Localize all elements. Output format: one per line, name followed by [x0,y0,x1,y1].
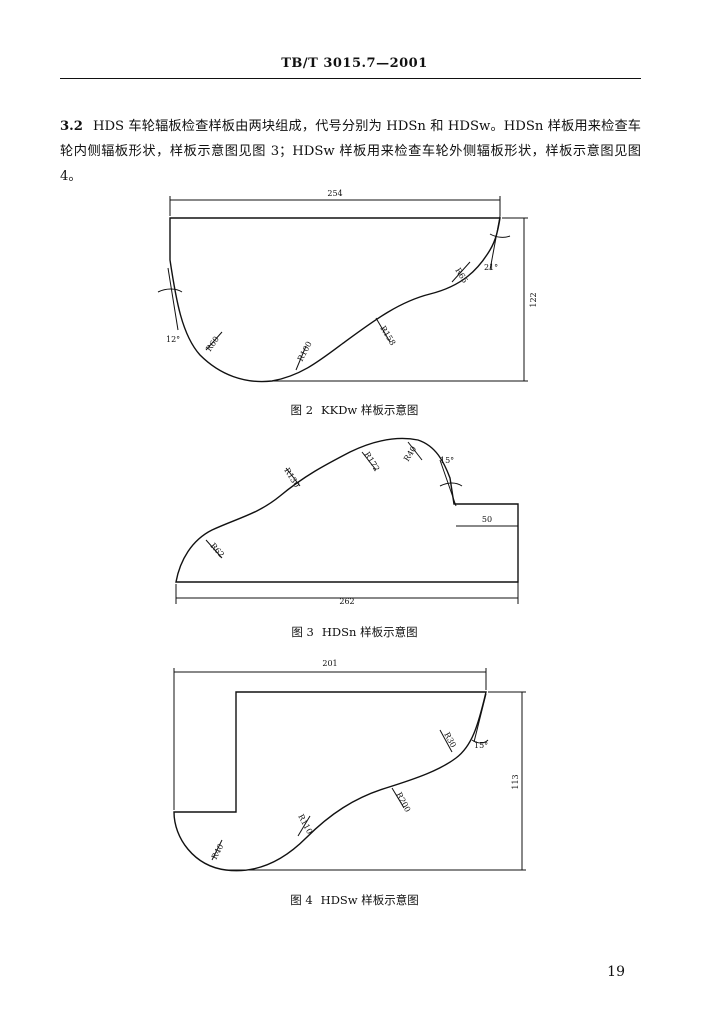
figure-2-drawing: 254 122 12° 21° R60 R100 R158 R65 [157,189,538,383]
fig4-width-label: 201 [322,659,337,668]
fig3-width-label: 262 [339,597,354,606]
fig4-radius-2: R110 [296,813,314,836]
fig2-right-angle: 21° [484,263,498,272]
fig2-radius-1: R60 [204,335,221,353]
fig2-radius-4: R65 [453,266,469,285]
fig2-width-label: 254 [327,189,342,198]
fig2-radius-2: R100 [296,340,314,363]
fig4-radius-1: R40 [210,842,226,861]
fig2-radius-3: R158 [378,324,397,347]
fig3-radius-1: R62 [209,541,227,559]
figure-3-drawing: 262 50 15° R62 R130 R172 R40 [175,437,519,606]
fig2-left-angle: 12° [166,335,180,344]
section-number: 3.2 [60,119,83,134]
fig4-profile [173,691,487,872]
document-header: TB/T 3015.7—2001 [281,56,428,71]
header-rule [60,78,641,79]
fig3-radius-4: R40 [402,445,418,464]
page-number: 19 [607,964,625,980]
fig4-height-label: 113 [511,774,520,789]
section-text: HDS 车轮辐板检查样板由两块组成，代号分别为 HDSn 和 HDSw。HDSn… [60,119,641,184]
fig3-radius-3: R172 [362,450,381,473]
fig2-height-label: 122 [529,292,538,307]
fig3-step-label: 50 [482,515,492,524]
fig3-profile [175,437,519,583]
fig3-radius-2: R130 [282,466,301,489]
fig3-right-angle: 15° [440,456,454,465]
fig4-radius-3: R200 [394,791,412,814]
figure-4-drawing: 201 113 15° R40 R110 R200 R30 [173,659,526,872]
fig2-profile [169,217,501,383]
fig4-right-angle: 15° [474,741,488,750]
fig4-radius-4: R30 [442,731,458,750]
